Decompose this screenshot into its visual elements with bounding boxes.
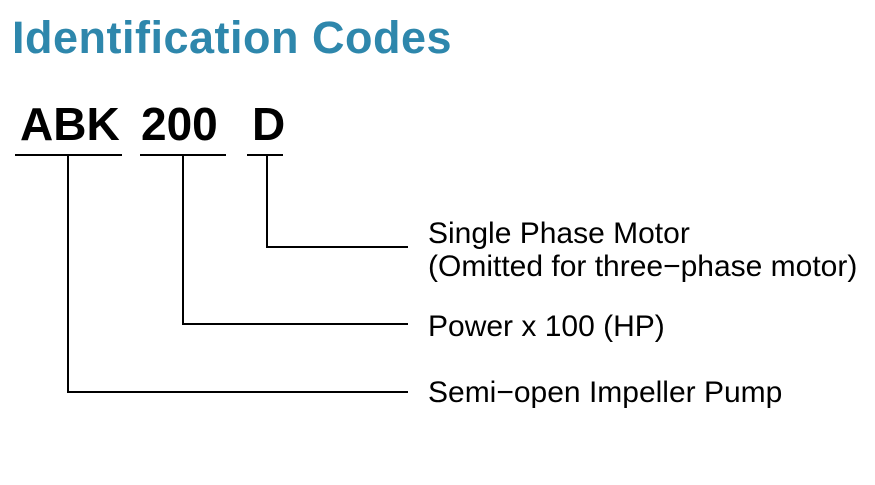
leader-horizontal-phase bbox=[266, 246, 408, 248]
label-semi-open-impeller-pump: Semi−open Impeller Pump bbox=[428, 376, 783, 409]
label-single-phase-motor-note: (Omitted for three−phase motor) bbox=[428, 250, 858, 283]
code-segment-power: 200 bbox=[141, 98, 218, 150]
leader-vertical-power bbox=[182, 154, 184, 325]
code-segment-series: ABK bbox=[20, 98, 120, 150]
leader-horizontal-power bbox=[182, 323, 408, 325]
leader-vertical-series bbox=[67, 154, 69, 393]
underline-phase-segment bbox=[247, 154, 283, 156]
leader-horizontal-series bbox=[67, 391, 408, 393]
page-title: Identification Codes bbox=[12, 12, 453, 63]
label-single-phase-motor-text: Single Phase Motor bbox=[428, 217, 690, 250]
code-segment-phase: D bbox=[252, 98, 286, 150]
label-power-x-100: Power x 100 (HP) bbox=[428, 310, 665, 343]
label-single-phase-motor: Single Phase Motor (Omitted for three−ph… bbox=[428, 217, 857, 283]
leader-vertical-phase bbox=[266, 154, 268, 248]
